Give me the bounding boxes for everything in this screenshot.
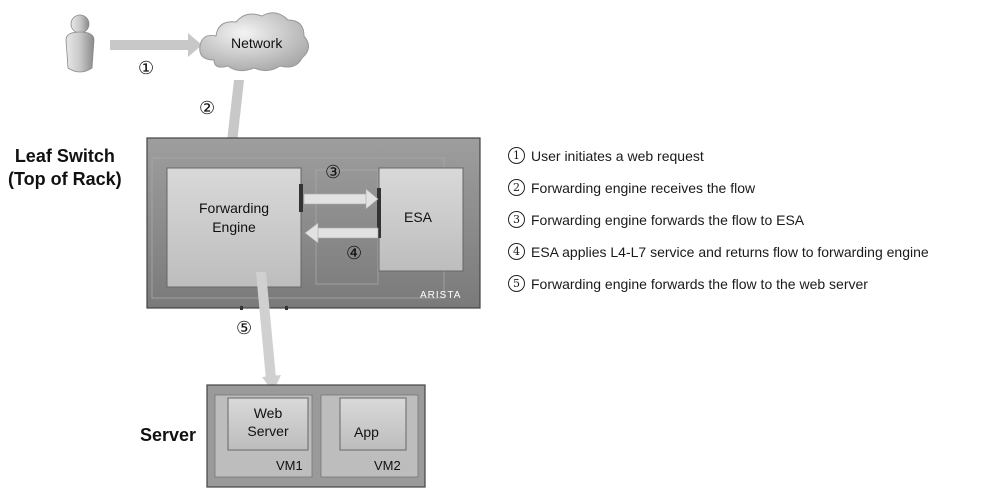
web-server-box — [227, 397, 309, 451]
step-marker-2: ② — [199, 98, 216, 119]
legend-text: Forwarding engine forwards the flow to E… — [531, 211, 805, 228]
legend-item-1: 1 User initiates a web request — [508, 147, 704, 164]
step-marker-3: ③ — [325, 162, 342, 183]
legend-item-2: 2 Forwarding engine receives the flow — [508, 179, 755, 196]
esa-label: ESA — [404, 209, 433, 225]
leaf-switch-label: Leaf Switch (Top of Rack) — [8, 146, 122, 189]
network-label: Network — [231, 35, 283, 51]
legend-text: Forwarding engine forwards the flow to t… — [531, 275, 868, 292]
arrow-esa-to-fe — [304, 222, 379, 244]
server-label: Server — [140, 425, 197, 445]
app-box — [339, 397, 407, 451]
legend-number: 4 — [508, 243, 525, 260]
vm2-label: VM2 — [374, 458, 401, 473]
vm1-label: VM1 — [276, 458, 303, 473]
legend-number: 3 — [508, 211, 525, 228]
arista-logo: ARISTA — [420, 290, 462, 301]
fe-port-top — [299, 184, 303, 212]
legend-text: User initiates a web request — [531, 147, 704, 164]
legend-item-4: 4 ESA applies L4-L7 service and returns … — [508, 243, 929, 260]
arrow-fe-to-server — [240, 272, 288, 392]
web-server-label: Web Server — [247, 405, 289, 439]
user-icon — [65, 14, 95, 73]
legend-number: 5 — [508, 275, 525, 292]
app-label: App — [354, 424, 379, 440]
legend-item-5: 5 Forwarding engine forwards the flow to… — [508, 275, 868, 292]
legend-number: 1 — [508, 147, 525, 164]
network-cloud — [199, 12, 309, 72]
forwarding-engine-box — [166, 167, 302, 288]
esa-box — [378, 167, 464, 272]
step-marker-1: ① — [138, 58, 155, 79]
forwarding-engine-label: Forwarding Engine — [198, 200, 270, 235]
legend-text: Forwarding engine receives the flow — [531, 179, 756, 196]
esa-port — [377, 188, 381, 238]
arrow-fe-to-esa — [303, 188, 379, 210]
legend-item-3: 3 Forwarding engine forwards the flow to… — [508, 211, 804, 228]
legend-number: 2 — [508, 179, 525, 196]
step-marker-4: ④ — [346, 243, 363, 264]
legend-text: ESA applies L4-L7 service and returns fl… — [531, 243, 929, 260]
step-marker-5: ⑤ — [236, 318, 253, 339]
arrow-user-to-network — [110, 33, 202, 57]
